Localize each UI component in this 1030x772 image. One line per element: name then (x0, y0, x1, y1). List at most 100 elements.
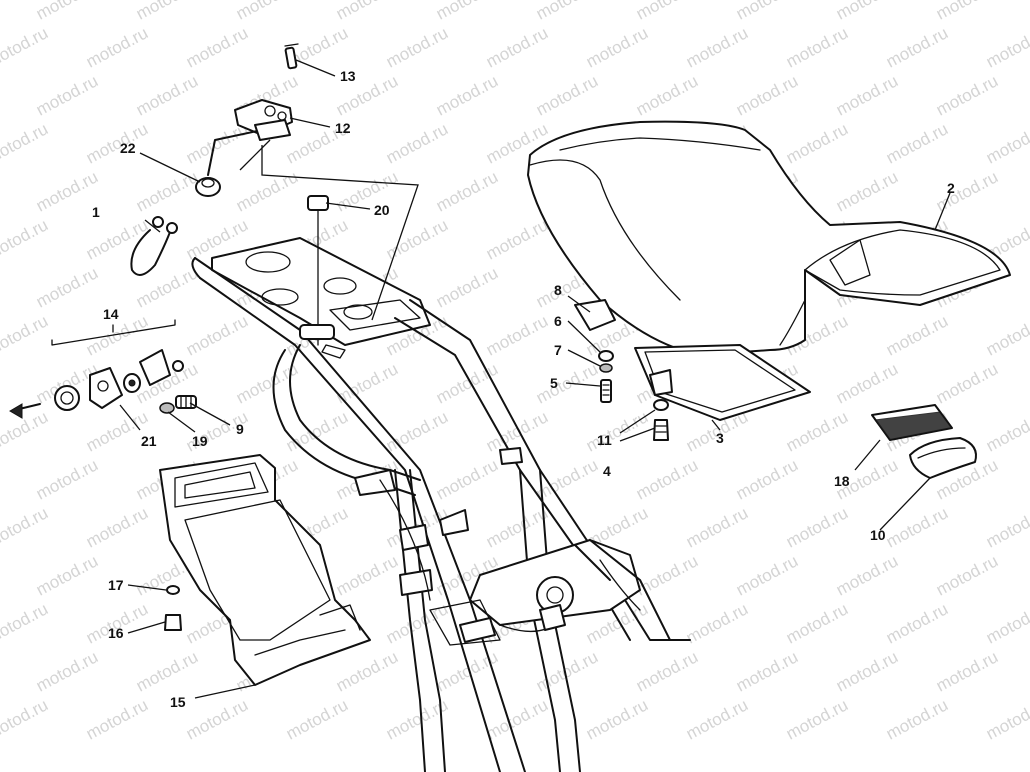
callout-16: 16 (108, 625, 124, 641)
watermark-text: motod.ru (133, 0, 201, 24)
watermark-text: motod.ru (583, 407, 651, 455)
watermark-text: motod.ru (583, 695, 651, 743)
watermark-text: motod.ru (633, 0, 701, 24)
watermark-text: motod.ru (83, 119, 151, 167)
watermark-text: motod.ru (983, 407, 1030, 455)
watermark-text: motod.ru (883, 599, 951, 647)
watermark-text: motod.ru (33, 455, 101, 503)
leader-lines (119, 59, 951, 699)
watermark-text: motod.ru (0, 599, 51, 647)
watermark-text: motod.ru (133, 647, 201, 695)
watermark-text: motod.ru (183, 23, 251, 71)
lock-cylinder-group (9, 319, 197, 419)
seat-lock-assembly (195, 43, 299, 197)
watermark-text: motod.ru (33, 167, 101, 215)
watermark-text: motod.ru (783, 503, 851, 551)
watermark-text: motod.ru (833, 167, 901, 215)
watermark-text: motod.ru (233, 0, 301, 24)
watermark-text: motod.ru (883, 695, 951, 743)
watermark-text: motod.ru (683, 23, 751, 71)
watermark-text: motod.ru (483, 695, 551, 743)
watermark-text: motod.ru (733, 551, 801, 599)
callout-8: 8 (554, 282, 562, 298)
watermark-text: motod.ru (433, 263, 501, 311)
watermark-text: motod.ru (833, 71, 901, 119)
watermark-text: motod.ru (983, 119, 1030, 167)
callout-3: 3 (716, 430, 724, 446)
watermark-text: motod.ru (483, 23, 551, 71)
callout-1: 1 (92, 204, 100, 220)
watermark-text: motod.ru (433, 359, 501, 407)
watermark-text: motod.ru (133, 71, 201, 119)
watermark-text: motod.ru (933, 551, 1001, 599)
watermark-text: motod.ru (633, 455, 701, 503)
seat-pan-tray (634, 344, 811, 421)
watermark-text: motod.ru (33, 71, 101, 119)
seat-hardware (574, 299, 669, 441)
callout-18: 18 (834, 473, 850, 489)
watermark-text: motod.ru (483, 503, 551, 551)
watermark-text: motod.ru (733, 0, 801, 24)
callout-12: 12 (335, 120, 351, 136)
callout-19: 19 (192, 433, 208, 449)
watermark-text: motod.ru (83, 23, 151, 71)
watermark-text: motod.ru (0, 695, 51, 743)
callout-20: 20 (374, 202, 390, 218)
watermark-text: motod.ru (33, 551, 101, 599)
watermark-text: motod.ru (633, 71, 701, 119)
watermark-text: motod.ru (83, 695, 151, 743)
watermark-text: motod.ru (783, 23, 851, 71)
watermark-text: motod.ru (333, 647, 401, 695)
watermark-text: motod.ru (383, 407, 451, 455)
watermark-text: motod.ru (683, 503, 751, 551)
watermark-text: motod.ru (983, 23, 1030, 71)
watermark-text: motod.ru (883, 503, 951, 551)
watermark-text: motod.ru (433, 167, 501, 215)
callout-11: 11 (597, 432, 612, 448)
watermark-text: motod.ru (283, 695, 351, 743)
watermark-text: motod.ru (383, 23, 451, 71)
watermark-text: motod.ru (833, 0, 901, 24)
watermark-text: motod.ru (33, 263, 101, 311)
watermark-text: motod.ru (883, 119, 951, 167)
watermark-text: motod.ru (533, 71, 601, 119)
watermark-text: motod.ru (833, 359, 901, 407)
watermark-text: motod.ru (383, 599, 451, 647)
watermark-text: motod.ru (533, 0, 601, 24)
watermark-text: motod.ru (133, 167, 201, 215)
watermark-text: motod.ru (433, 647, 501, 695)
cable (130, 216, 178, 276)
watermark-text: motod.ru (0, 215, 51, 263)
callout-17: 17 (108, 577, 124, 593)
watermark-text: motod.ru (0, 503, 51, 551)
watermark-text: motod.ru (383, 119, 451, 167)
watermark-text: motod.ru (33, 0, 101, 24)
watermark-text: motod.ru (483, 215, 551, 263)
watermark-text: motod.ru (233, 167, 301, 215)
undertray (159, 454, 371, 686)
watermark-text: motod.ru (0, 311, 51, 359)
watermark-text: motod.ru (533, 455, 601, 503)
watermark-text: motod.ru (783, 695, 851, 743)
watermark-text: motod.ru (783, 407, 851, 455)
callout-7: 7 (554, 342, 562, 358)
callout-4: 4 (603, 463, 611, 479)
callout-2: 2 (947, 180, 955, 196)
watermark-text: motod.ru (933, 0, 1001, 24)
watermark-text: motod.ru (183, 311, 251, 359)
callout-labels: 1 2 3 4 5 6 7 8 9 10 11 12 13 14 15 16 1… (92, 68, 955, 710)
watermark-text: motod.ru (833, 647, 901, 695)
watermark-text: motod.ru (683, 695, 751, 743)
callout-9: 9 (236, 421, 244, 437)
watermark-text: motod.ru (833, 551, 901, 599)
watermark-text: motod.ru (133, 263, 201, 311)
watermark-text: motod.ru (983, 599, 1030, 647)
watermark-text: motod.ru (883, 23, 951, 71)
watermark-text: motod.ru (433, 0, 501, 24)
watermark-text: motod.ru (0, 119, 51, 167)
callout-6: 6 (554, 313, 562, 329)
watermark-text: motod.ru (33, 647, 101, 695)
watermark-text: motod.ru (983, 311, 1030, 359)
watermark-text: motod.ru (583, 23, 651, 71)
